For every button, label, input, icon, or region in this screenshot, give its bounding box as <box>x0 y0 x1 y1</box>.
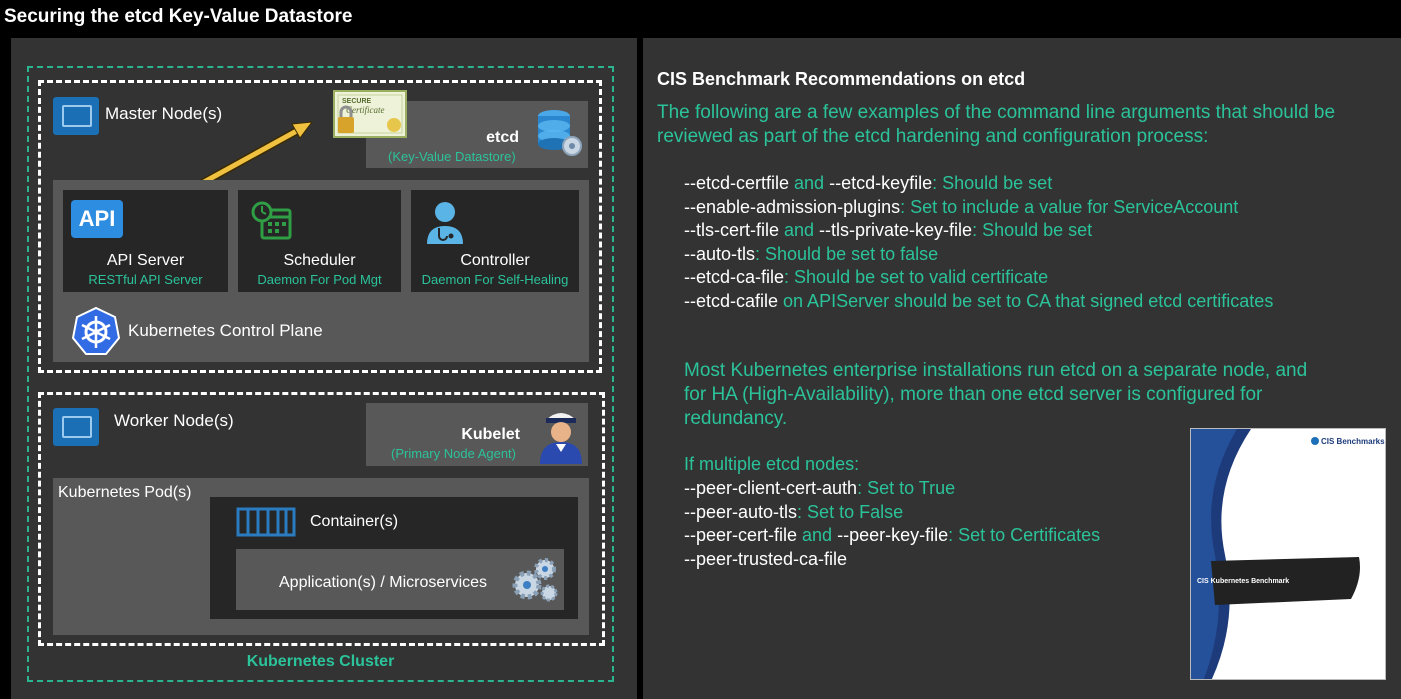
peer_args-note: and <box>797 525 838 545</box>
controller-box: Controller Daemon For Self-Healing <box>411 190 579 292</box>
peer_args-line: --peer-trusted-ca-file <box>684 548 1100 572</box>
peer_args-note: : Set to True <box>857 478 956 498</box>
peer_args-flag: --peer-cert-file <box>684 525 798 545</box>
controller-name: Controller <box>460 252 530 269</box>
scheduler-name: Scheduler <box>283 252 356 269</box>
peer_args-line: --peer-cert-file and --peer-key-file: Se… <box>684 524 1100 548</box>
args-flag: --tls-private-key-file <box>819 220 973 240</box>
certificate-text: Certificate <box>346 105 385 115</box>
args-line: --etcd-cafile on APIServer should be set… <box>684 290 1273 314</box>
peer_args-note: : Set to False <box>797 501 904 522</box>
master-node-boundary <box>38 80 602 373</box>
args-note: : Should be set <box>972 220 1093 240</box>
api-icon: API <box>71 200 123 238</box>
args-flag: --enable-admission-plugins <box>684 196 901 217</box>
args-note: : Should be set to false <box>755 243 939 264</box>
intro-line-2: reviewed as part of the etcd hardening a… <box>657 126 1209 147</box>
scheduler-sub: Daemon For Pod Mgt <box>257 272 382 287</box>
cis-heading: CIS Benchmark Recommendations on etcd <box>657 69 1026 89</box>
cover-brand: CIS Benchmarks <box>1321 437 1385 446</box>
pod-label: Kubernetes Pod(s) <box>58 484 192 501</box>
api-server-box: API API Server RESTful API Server <box>63 190 228 292</box>
etcd-subtitle: (Key-Value Datastore) <box>388 149 516 164</box>
peer_args-line: --peer-client-cert-auth: Set to True <box>684 477 1100 501</box>
certificate-top-text: SECURE <box>342 98 372 105</box>
peer-argument-list: --peer-client-cert-auth: Set to True--pe… <box>684 477 1100 571</box>
args-note: : Set to include a value for ServiceAcco… <box>900 196 1239 217</box>
page-title: Securing the etcd Key-Value Datastore <box>4 6 353 27</box>
intro-line-1: The following are a few examples of the … <box>657 102 1336 123</box>
ha-line-1: Most Kubernetes enterprise installations… <box>684 360 1308 381</box>
args-flag: --etcd-ca-file <box>684 267 785 287</box>
etcd-title: etcd <box>486 129 519 146</box>
gears-icon <box>507 553 561 607</box>
peer_args-flag: --peer-client-cert-auth <box>684 478 858 498</box>
peer_args-flag: --peer-key-file <box>837 525 949 545</box>
captain-icon <box>538 406 584 464</box>
args-note: : Should be set <box>932 173 1053 193</box>
master-monitor-icon <box>53 97 99 135</box>
args-flag: --etcd-cafile <box>684 290 779 311</box>
kubernetes-cluster-boundary <box>27 66 614 682</box>
master-node-label: Master Node(s) <box>105 104 223 123</box>
ha-paragraph: Most Kubernetes enterprise installations… <box>684 359 1307 431</box>
kubelet-subtitle: (Primary Node Agent) <box>391 446 516 461</box>
kubelet-title: Kubelet <box>461 426 520 443</box>
args-flag: --etcd-keyfile <box>829 173 933 193</box>
cis-benchmark-document-cover: CIS Benchmarks CIS Kubernetes Benchmark <box>1190 428 1386 680</box>
calendar-clock-icon <box>250 200 294 244</box>
multi-etcd-heading: If multiple etcd nodes: <box>684 454 860 474</box>
peer_args-flag: --peer-trusted-ca-file <box>684 548 848 569</box>
args-note: and <box>789 173 830 193</box>
api-server-sub: RESTful API Server <box>88 272 203 287</box>
cluster-label: Kubernetes Cluster <box>246 653 395 670</box>
args-line: --etcd-certfile and --etcd-keyfile: Shou… <box>684 172 1273 196</box>
container-label: Container(s) <box>310 513 399 530</box>
controller-sub: Daemon For Self-Healing <box>421 272 569 287</box>
args-flag: --etcd-certfile <box>684 173 790 193</box>
kubernetes-logo-icon <box>71 306 121 356</box>
args-flag: --auto-tls <box>684 243 756 264</box>
worker-node-label: Worker Node(s) <box>114 411 234 430</box>
application-box <box>236 549 564 610</box>
ha-line-2: for HA (High-Availability), more than on… <box>684 384 1263 405</box>
certificate-icon: SECURE Certificate <box>332 89 408 143</box>
args-line: --enable-admission-plugins: Set to inclu… <box>684 196 1273 220</box>
args-line: --etcd-ca-file: Should be set to valid c… <box>684 266 1273 290</box>
worker-node-boundary <box>38 392 605 646</box>
cover-title: CIS Kubernetes Benchmark <box>1197 578 1289 585</box>
peer_args-line: --peer-auto-tls: Set to False <box>684 501 1100 525</box>
args-line: --tls-cert-file and --tls-private-key-fi… <box>684 219 1273 243</box>
scheduler-box: Scheduler Daemon For Pod Mgt <box>238 190 401 292</box>
peer_args-note: : Set to Certificates <box>948 525 1101 545</box>
ha-line-3: redundancy. <box>684 408 788 429</box>
database-icon <box>528 106 584 162</box>
application-label: Application(s) / Microservices <box>279 574 488 591</box>
container-icon <box>236 505 296 539</box>
worker-monitor-icon <box>53 408 99 446</box>
peer_args-flag: --peer-auto-tls <box>684 501 798 522</box>
args-note: on APIServer should be set to CA that si… <box>778 290 1274 311</box>
args-flag: --tls-cert-file <box>684 220 779 240</box>
api-server-name: API Server <box>106 252 185 269</box>
etcd-argument-list: --etcd-certfile and --etcd-keyfile: Shou… <box>684 172 1273 313</box>
args-line: --auto-tls: Should be set to false <box>684 243 1273 267</box>
args-note: : Should be set to valid certificate <box>784 267 1049 287</box>
doctor-icon <box>423 198 467 246</box>
intro-paragraph: The following are a few examples of the … <box>657 101 1335 149</box>
control-plane-label: Kubernetes Control Plane <box>128 321 323 340</box>
args-note: and <box>779 220 820 240</box>
